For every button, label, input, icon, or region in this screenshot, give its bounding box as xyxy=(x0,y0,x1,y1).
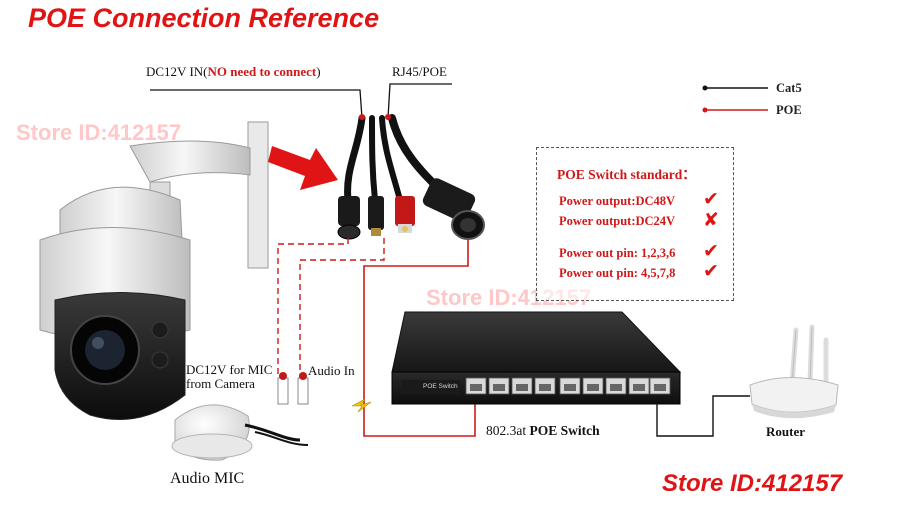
legend-poe-label: POE xyxy=(776,103,802,117)
dc-in-prefix: DC12V IN( xyxy=(146,64,208,79)
legend-cat5-label: Cat5 xyxy=(776,81,802,95)
poe-standard-row: Power out pin: 4,5,7,8 xyxy=(559,266,675,281)
dc-in-label: DC12V IN(NO need to connect) xyxy=(146,64,321,80)
switch-badge: POE Switch xyxy=(423,383,458,390)
rj45-connector xyxy=(422,178,485,240)
rj45-leader-line xyxy=(387,83,452,119)
red-arrow xyxy=(268,146,338,190)
audio-in-connector xyxy=(395,196,415,233)
store-id: Store ID:412157 xyxy=(662,470,843,497)
poe-standard-row-text: Power output:DC24V xyxy=(559,214,676,228)
check-icon: ✔ xyxy=(703,260,719,282)
poe-standard-title: POE Switch standard： xyxy=(557,167,696,182)
mic-power-label: DC12V for MIC from Camera xyxy=(186,363,272,391)
page-title: POE Connection Reference xyxy=(28,3,380,33)
watermark-1: Store ID:412157 xyxy=(16,120,182,145)
rj45-label: RJ45/POE xyxy=(392,64,447,79)
audio-in-label: Audio In xyxy=(308,363,355,378)
camera-pigtail-cables xyxy=(344,114,444,204)
poe-standard-row-text: Power out pin: 4,5,7,8 xyxy=(559,266,676,280)
switch-caption-name: POE Switch xyxy=(529,423,600,438)
poe-standard-row-text: Power output:DC48V xyxy=(559,194,676,208)
camera-wall-bracket xyxy=(129,121,269,269)
poe-switch-device xyxy=(391,311,682,405)
check-icon: ✔ xyxy=(703,240,719,262)
router-device xyxy=(749,324,839,419)
switch-caption-standard: 802.3at xyxy=(486,423,527,438)
dc-barrel-connector xyxy=(337,196,361,240)
mic-power-dashed-line xyxy=(277,238,349,375)
poe-line-camera-to-switch xyxy=(351,240,476,437)
audio-mic-label: Audio MIC xyxy=(170,470,245,487)
cat5-line-switch-to-router xyxy=(656,395,750,437)
router-label: Router xyxy=(766,424,805,439)
poe-standard-row: Power output:DC24V xyxy=(559,214,675,229)
legend-poe-line xyxy=(702,107,768,113)
mic-power-label-line1: DC12V for MIC xyxy=(186,362,273,377)
poe-standard-row-text: Power out pin: 1,2,3,6 xyxy=(559,246,676,260)
switch-caption: 802.3at POE Switch xyxy=(486,423,600,439)
audio-in-dashed-line xyxy=(299,238,385,375)
legend-cat5-line xyxy=(702,85,768,91)
dc-in-highlight: NO need to connect xyxy=(207,64,317,79)
audio-mic-device xyxy=(171,372,309,461)
dc-in-leader-line xyxy=(150,89,363,119)
poe-standard-box: POE Switch standard： Power output:DC48V … xyxy=(536,147,734,301)
ptz-dome-camera xyxy=(39,186,191,420)
audio-out-connector xyxy=(368,196,384,236)
poe-standard-row: Power out pin: 1,2,3,6 xyxy=(559,246,675,261)
cross-icon: ✘ xyxy=(703,209,719,231)
check-icon: ✔ xyxy=(703,188,719,210)
dc-in-suffix: ) xyxy=(316,64,321,79)
poe-standard-row: Power output:DC48V xyxy=(559,194,675,209)
mic-power-label-line2: from Camera xyxy=(186,376,255,391)
